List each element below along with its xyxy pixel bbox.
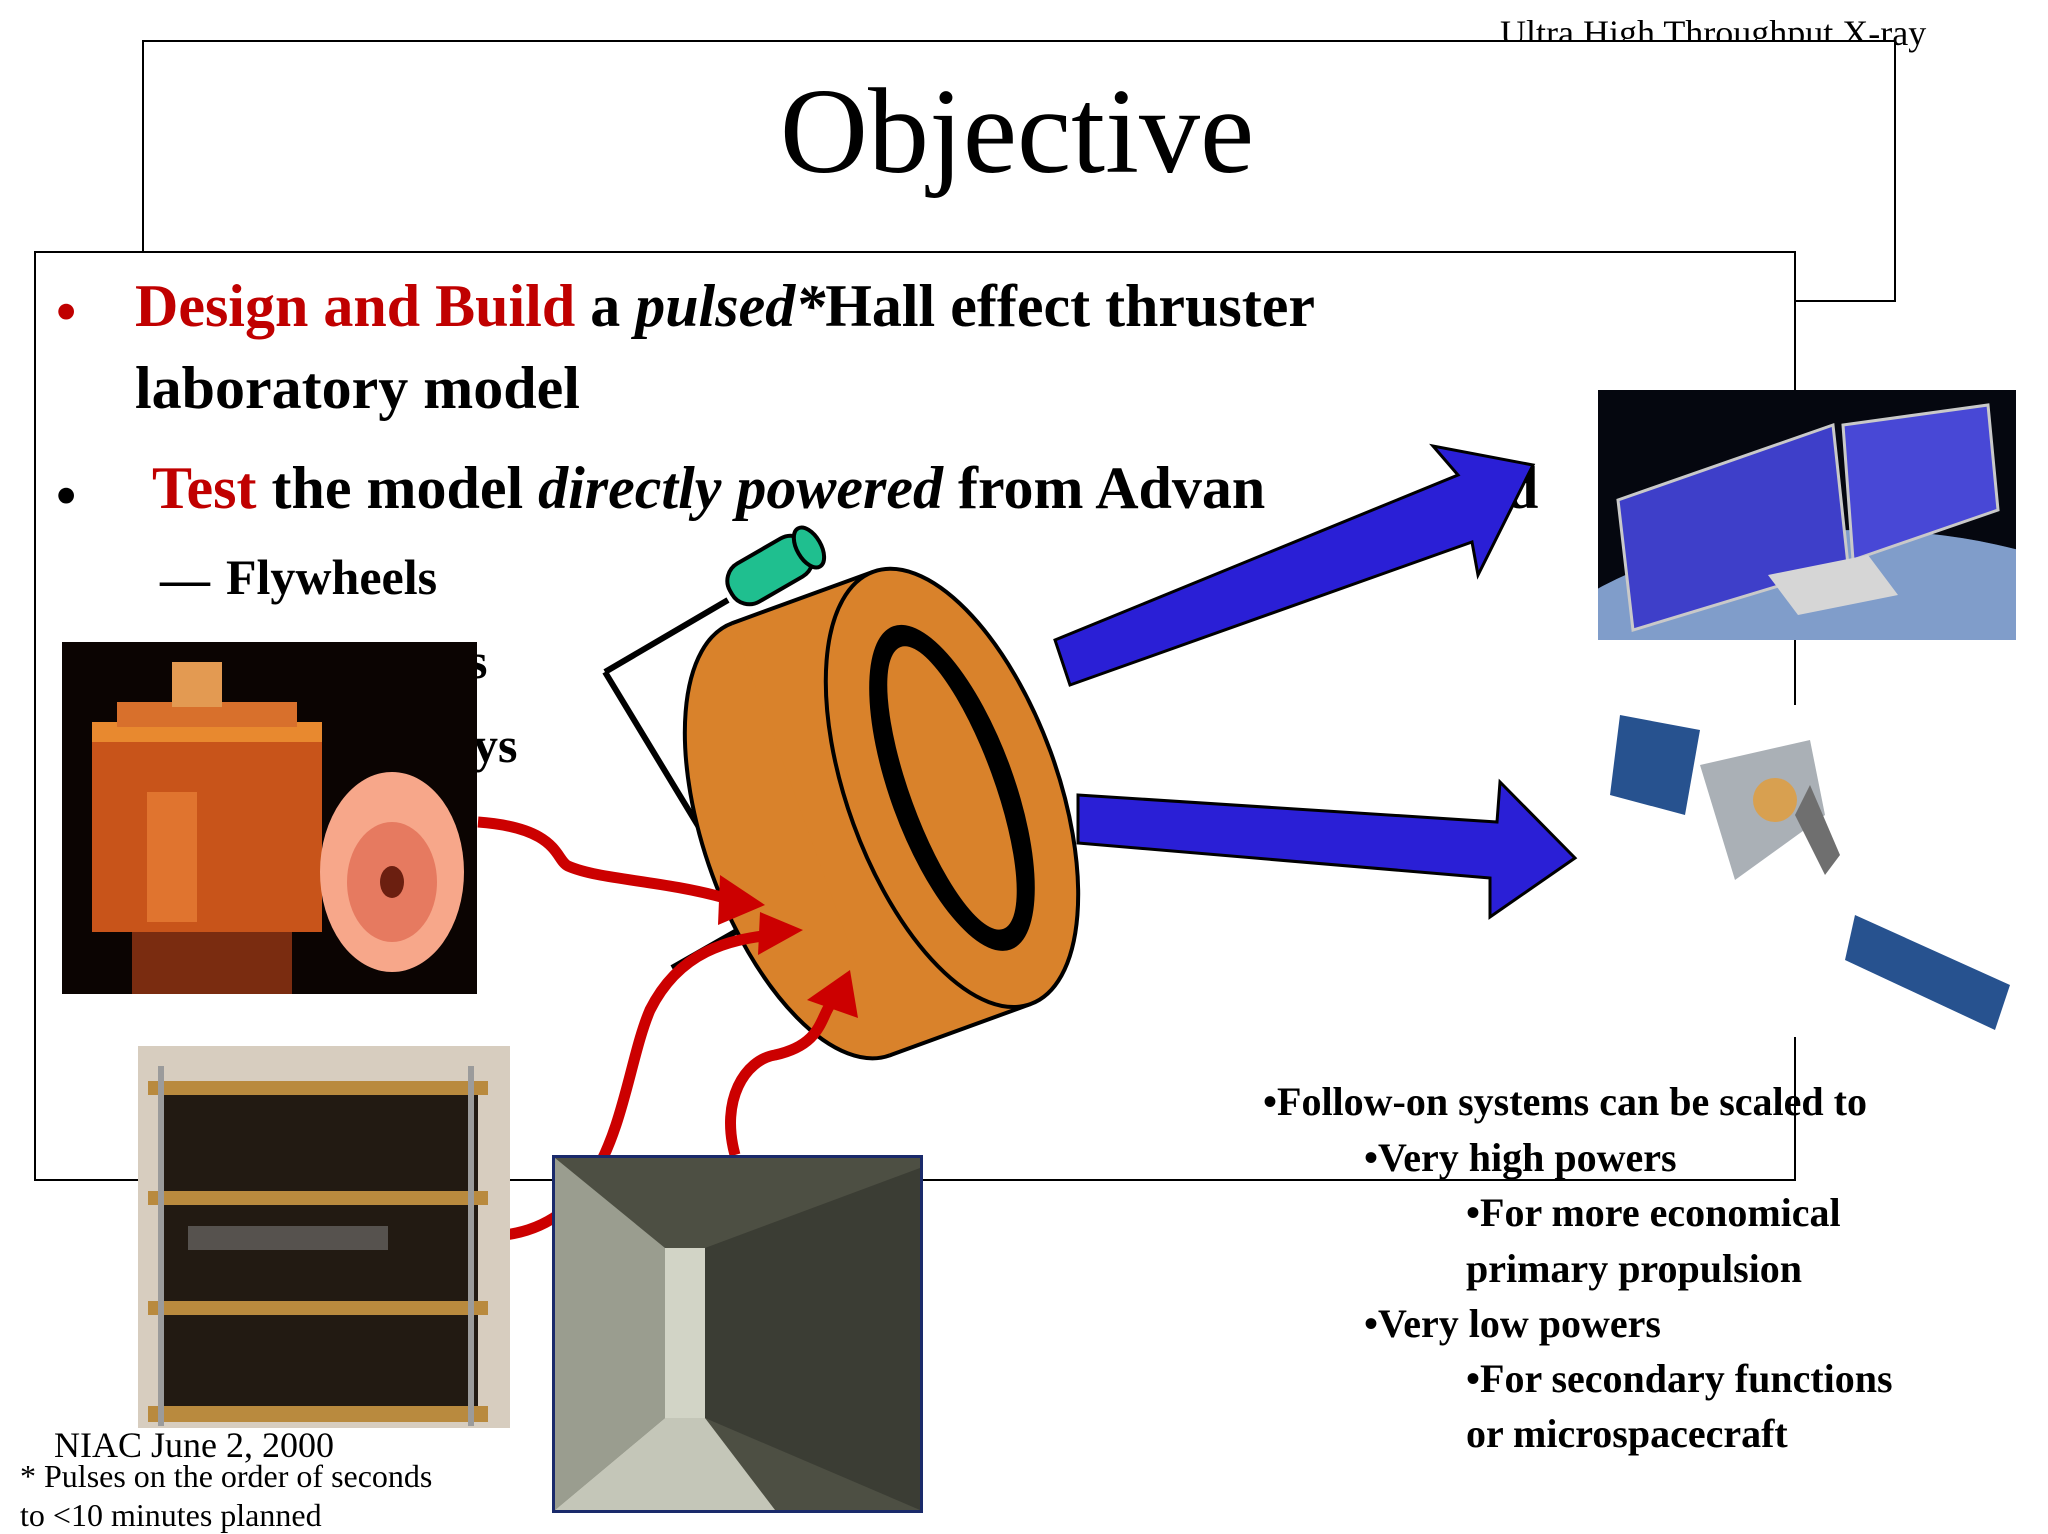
red-arrow-2-head bbox=[758, 912, 803, 955]
page-title: Objective bbox=[779, 64, 1255, 199]
bullet-2-ital: directly powered bbox=[538, 455, 944, 521]
follow-on-l2: •Very high powers bbox=[1364, 1135, 1677, 1180]
bullet-2-a: the model bbox=[256, 455, 539, 521]
bullet-1-red: Design and Build bbox=[135, 273, 576, 339]
thruster-icon bbox=[682, 566, 1081, 1061]
satellite-photo bbox=[1605, 705, 2015, 1037]
footer-note-1: * Pulses on the order of seconds bbox=[20, 1458, 433, 1494]
bullet-2-rest: from Advan bbox=[943, 455, 1266, 521]
follow-on-l6: •For secondary functions bbox=[1466, 1356, 1893, 1401]
red-arrow-3-head bbox=[807, 970, 858, 1018]
satellite-earth-photo bbox=[1598, 390, 2016, 640]
bullet-1-a: a bbox=[575, 273, 636, 339]
bullet-1: Design and Build a pulsed*Hall effect th… bbox=[135, 272, 1315, 341]
follow-on-l3: •For more economical bbox=[1466, 1190, 1841, 1235]
bullet-1-line2: laboratory model bbox=[135, 355, 580, 421]
sub-item-flywheels: Flywheels bbox=[226, 549, 438, 605]
follow-on-l4: primary propulsion bbox=[1466, 1246, 1802, 1291]
sub-dash-1: — bbox=[160, 551, 210, 607]
capacitor-rack-photo bbox=[138, 1046, 510, 1428]
bullet-dot-1: • bbox=[56, 279, 77, 344]
resistor-icon bbox=[725, 525, 827, 607]
wire-top bbox=[603, 597, 730, 675]
blue-arrow-top bbox=[1053, 443, 1536, 687]
bullet-1-rest: Hall effect thruster bbox=[825, 273, 1316, 339]
battery-hall-photo bbox=[552, 1155, 923, 1513]
follow-on-l7: or microspacecraft bbox=[1466, 1411, 1788, 1456]
footer-note-2: to <10 minutes planned bbox=[20, 1497, 322, 1533]
bullet-1-pulsed: pulsed* bbox=[635, 273, 826, 339]
footer-date: NIAC June 2, 2000 bbox=[54, 1425, 334, 1465]
red-arrow-3 bbox=[725, 1001, 835, 1157]
bullet-2-red: Test bbox=[152, 455, 257, 521]
follow-on-l5: •Very low powers bbox=[1364, 1301, 1661, 1346]
red-arrow-1 bbox=[477, 816, 727, 904]
follow-on-l1: •Follow-on systems can be scaled to bbox=[1263, 1079, 1867, 1124]
blue-arrow-bottom bbox=[1076, 778, 1578, 920]
flywheel-photo bbox=[62, 642, 477, 994]
bullet-2: Test the model directly powered from Adv… bbox=[152, 454, 1265, 523]
red-arrow-1-head bbox=[718, 875, 765, 925]
bullet-dot-2: • bbox=[56, 463, 77, 528]
